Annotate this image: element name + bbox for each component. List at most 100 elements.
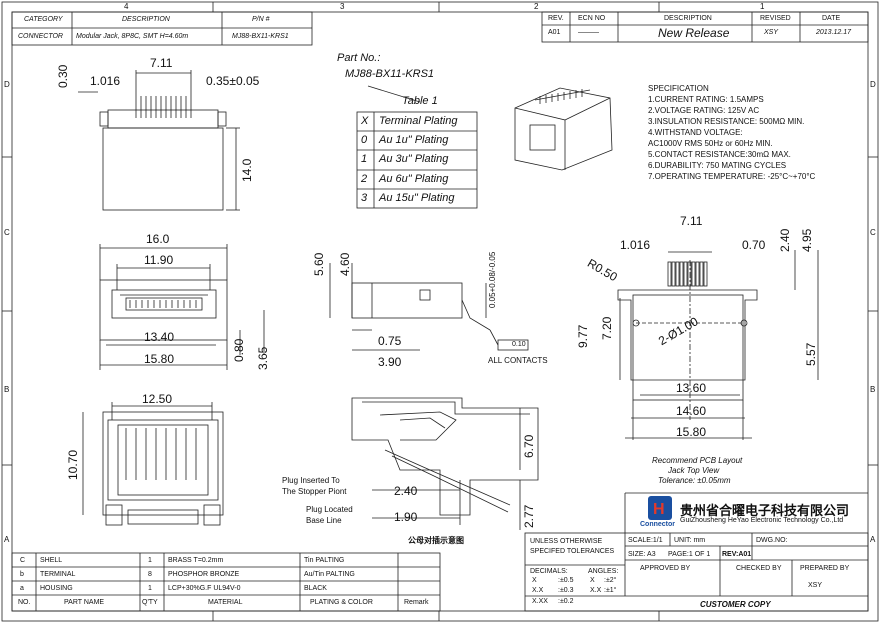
date-header: DATE [822, 15, 841, 22]
approved-by-label: APPROVED BY [640, 565, 691, 572]
plating-code-x: X [361, 115, 369, 127]
rev-block-value: REV:A01 [722, 551, 752, 558]
rev-description-header: DESCRIPTION [664, 15, 712, 22]
scale-value: SCALE:1/1 [628, 537, 663, 544]
plating-desc-2: Au 6u" Plating [379, 173, 449, 185]
dim-front-inner: 11.90 [144, 253, 174, 267]
dim-pcb-w1: 13.60 [676, 381, 707, 395]
category-value: CONNECTOR [18, 33, 63, 40]
dim-bottom-height: 10.70 [66, 449, 80, 480]
dim-bottom-width: 12.50 [142, 392, 173, 406]
bom-material-terminal: PHOSPHOR BRONZE [168, 571, 240, 578]
dwg-no-label: DWG.NO: [756, 537, 788, 544]
tol-x-value: :±0.5 [558, 577, 574, 584]
zone-side-a-right: A [870, 535, 876, 544]
checked-by-label: CHECKED BY [736, 565, 782, 572]
dim-front-h2: 3.65 [256, 346, 270, 370]
spec-line-5: AC1000V RMS 50Hz or 60Hz MIN. [648, 139, 773, 148]
page-value: PAGE:1 OF 1 [668, 551, 711, 558]
revised-value: XSY [764, 29, 779, 36]
zone-top-2: 2 [534, 2, 539, 11]
dim-front-slot: 13.40 [144, 330, 175, 344]
bom-no-b: b [20, 571, 24, 578]
bom-header-plating: PLATING & COLOR [310, 599, 373, 606]
dim-section-h: 6.70 [522, 434, 536, 458]
rev-value: A01 [548, 29, 561, 36]
category-label: CATEGORY [24, 16, 63, 23]
spec-line-8: 7.OPERATING TEMPERATURE: -25°C~+70°C [648, 172, 816, 181]
dim-pcb-w2: 14.60 [676, 404, 707, 418]
dim-front-width: 16.0 [146, 232, 170, 246]
bom-part-terminal: TERMINAL [40, 571, 76, 578]
zone-top-4: 4 [124, 2, 129, 11]
coplanarity-value: 0.10 [512, 341, 526, 348]
dim-side-tol: 0.05+0.08/-0.05 [488, 251, 497, 308]
plug-inserted-line-2: The Stopper Piont [282, 487, 347, 496]
bom-qty-shell: 1 [148, 557, 152, 564]
spec-line-3: 3.INSULATION RESISTANCE: 500MΩ MIN. [648, 117, 805, 126]
date-value: 2013.12.17 [816, 29, 852, 36]
spec-line-6: 5.CONTACT RESISTANCE:30mΩ MAX. [648, 150, 791, 159]
angles-label: ANGLES: [588, 568, 619, 575]
plating-desc-1: Au 3u" Plating [379, 153, 449, 165]
plating-desc-x: Terminal Plating [379, 115, 458, 127]
specified-tolerances: SPECIFED TOLERANCES [530, 548, 615, 555]
bom-plating-housing: BLACK [304, 585, 327, 592]
ecn-value: ——— [578, 29, 599, 36]
dim-pcb-h2: 7.20 [600, 316, 614, 340]
bom-qty-housing: 1 [148, 585, 152, 592]
plating-code-0: 0 [361, 134, 368, 146]
zone-side-b: B [4, 385, 10, 394]
dim-pcb-d1: 0.70 [742, 238, 766, 252]
zone-side-c-right: C [870, 228, 876, 237]
unless-otherwise: UNLESS OTHERWISE [530, 538, 603, 545]
angle-xx-value: :±1° [604, 587, 617, 594]
dim-pcb-pitch: 1.016 [620, 238, 651, 252]
dim-pcb-d2: 2.40 [778, 228, 792, 252]
zone-side-a: A [4, 535, 10, 544]
bom-part-housing: HOUSING [40, 585, 73, 592]
angle-x-value: :±2° [604, 577, 617, 584]
plug-inserted-line-1: Plug Inserted To [282, 476, 340, 485]
zone-side-c: C [4, 228, 10, 237]
bom-header-remark: Remark [404, 599, 429, 606]
dim-section-d1: 2.40 [394, 484, 418, 498]
zone-side-d: D [4, 80, 10, 89]
dim-front-h1: 0.80 [232, 338, 246, 362]
tol-xxx: X.XX [532, 598, 548, 605]
tol-xx: X.X [532, 587, 544, 594]
part-no-label: Part No.: [337, 52, 381, 64]
spec-line-4: 4.WITHSTAND VOLTAGE: [648, 128, 743, 137]
dim-side-d2: 3.90 [378, 355, 402, 369]
description-label: DESCRIPTION [122, 16, 170, 23]
zone-side-b-right: B [870, 385, 876, 394]
dim-tip: 0.30 [56, 64, 70, 88]
bom-part-shell: SHELL [40, 557, 63, 564]
dim-section-d2: 1.90 [394, 510, 418, 524]
company-name-cn: 贵州省合曜电子科技有限公司 [680, 503, 850, 518]
plug-located-line-2: Base Line [306, 516, 342, 525]
unit-value: UNIT: mm [674, 537, 706, 544]
rev-description-value: New Release [658, 26, 730, 40]
tol-xxx-value: :±0.2 [558, 598, 574, 605]
dim-front-base: 15.80 [144, 352, 175, 366]
dim-section-d3: 2.77 [522, 504, 536, 528]
bom-no-c: C [20, 557, 26, 564]
description-value: Modular Jack, 8P8C, SMT H=4.60m [76, 33, 189, 40]
tol-x: X [532, 577, 537, 584]
tol-xx-value: :±0.3 [558, 587, 574, 594]
bom-plating-shell: Tin PALTING [304, 557, 345, 564]
plating-code-2: 2 [361, 173, 368, 185]
pcb-caption-2: Jack Top View [668, 466, 720, 475]
zone-top-1: 1 [760, 2, 765, 11]
plug-located-line-1: Plug Located [306, 505, 353, 514]
size-value: SIZE: A3 [628, 551, 656, 558]
dim-pcb-h3: 5.57 [804, 342, 818, 366]
bom-qty-terminal: 8 [148, 571, 152, 578]
prepared-by-label: PREPARED BY [800, 565, 850, 572]
ecn-header: ECN NO [578, 15, 606, 22]
zone-top-3: 3 [340, 2, 345, 11]
bom-header-no: NO. [18, 599, 31, 606]
logo-word: Connector [640, 521, 675, 528]
angle-xx: X.X [590, 587, 602, 594]
